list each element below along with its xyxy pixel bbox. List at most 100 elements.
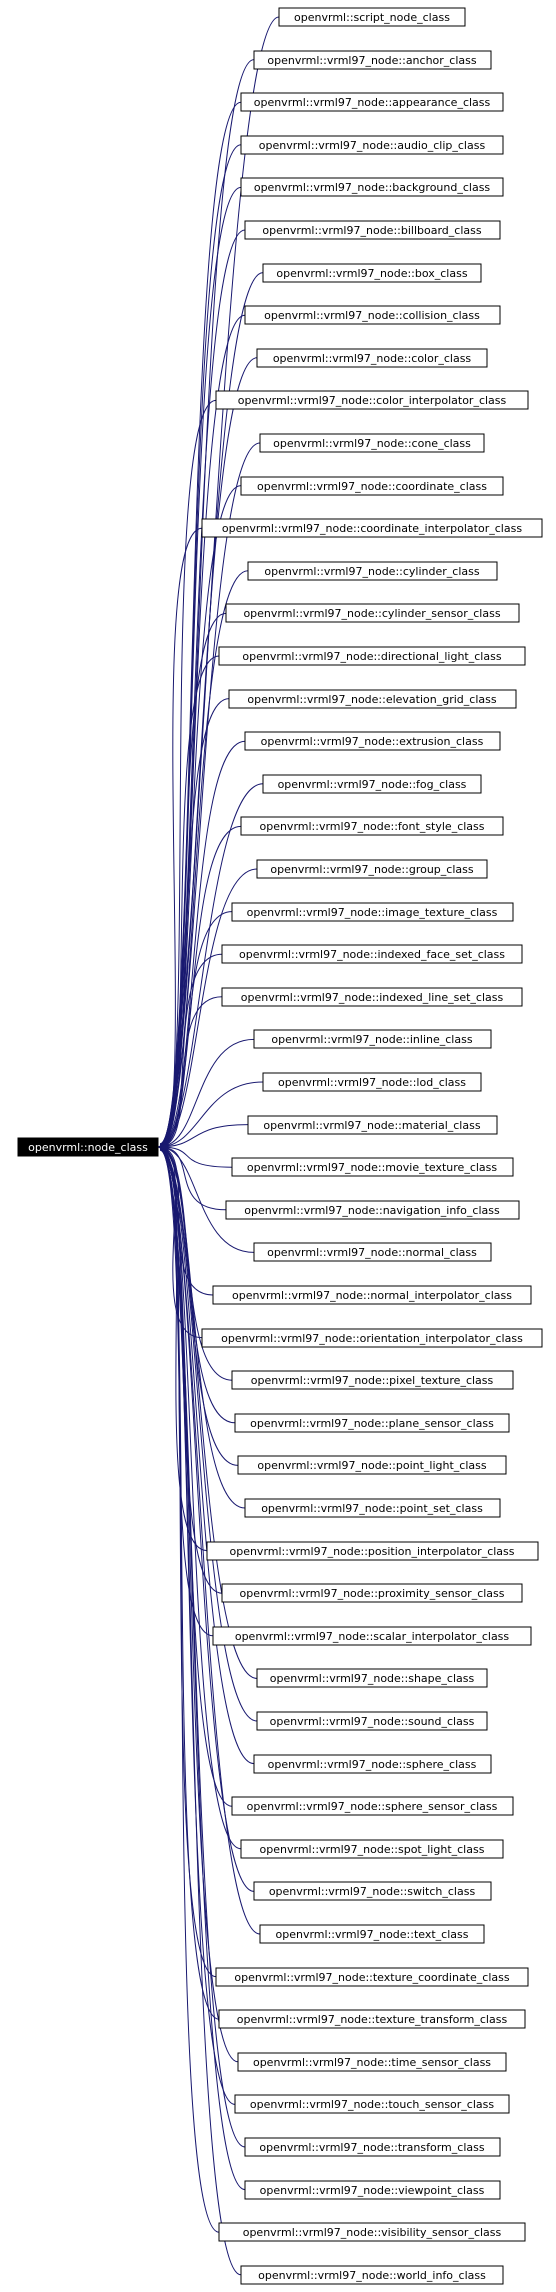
node-label: openvrml::vrml97_node::normal_class [267,1246,477,1259]
node-switch-class[interactable]: openvrml::vrml97_node::switch_class [253,1881,492,1901]
node-elevation-grid-class[interactable]: openvrml::vrml97_node::elevation_grid_cl… [228,689,517,709]
node-color-class[interactable]: openvrml::vrml97_node::color_class [256,348,488,368]
node-scalar-interpolator-class[interactable]: openvrml::vrml97_node::scalar_interpolat… [212,1626,532,1646]
edge-collision-class [159,314,246,1146]
node-billboard-class[interactable]: openvrml::vrml97_node::billboard_class [244,220,501,240]
node-lod-class[interactable]: openvrml::vrml97_node::lod_class [262,1072,482,1092]
edge-indexed-line-set-class [159,996,223,1148]
node-color-interpolator-class[interactable]: openvrml::vrml97_node::color_interpolato… [215,390,529,410]
node-indexed-face-set-class[interactable]: openvrml::vrml97_node::indexed_face_set_… [221,944,523,964]
node-script-node-class[interactable]: openvrml::script_node_class [278,7,466,27]
edge-material-class [159,1124,249,1148]
node-label: openvrml::vrml97_node::movie_texture_cla… [247,1161,498,1174]
node-normal-class[interactable]: openvrml::vrml97_node::normal_class [253,1242,492,1262]
node-box [259,1924,485,1944]
edge-world-info-class [159,1149,242,2276]
node-cylinder-class[interactable]: openvrml::vrml97_node::cylinder_class [247,561,498,581]
node-transform-class[interactable]: openvrml::vrml97_node::transform_class [244,2137,501,2157]
node-pixel-texture-class[interactable]: openvrml::vrml97_node::pixel_texture_cla… [231,1370,514,1390]
edge-viewpoint-class [159,1149,246,2191]
node-navigation-info-class[interactable]: openvrml::vrml97_node::navigation_info_c… [225,1200,520,1220]
node-box [201,518,543,538]
node-box [244,305,501,325]
node-orientation-interpolator-class[interactable]: openvrml::vrml97_node::orientation_inter… [201,1328,543,1348]
node-shape-class[interactable]: openvrml::vrml97_node::shape_class [256,1668,488,1688]
node-label: openvrml::vrml97_node::normal_interpolat… [232,1289,512,1302]
node-viewpoint-class[interactable]: openvrml::vrml97_node::viewpoint_class [244,2180,501,2200]
node-point-set-class[interactable]: openvrml::vrml97_node::point_set_class [244,1498,501,1518]
node-box [256,1711,488,1731]
edge-color-class [159,357,258,1146]
node-background-class[interactable]: openvrml::vrml97_node::background_class [240,177,504,197]
node-box-class[interactable]: openvrml::vrml97_node::box_class [262,263,482,283]
node-label: openvrml::vrml97_node::directional_light… [242,650,501,663]
node-box [221,1583,523,1603]
node-label: openvrml::vrml97_node::point_set_class [261,1502,483,1515]
edge-shape-class [159,1147,258,1679]
edge-elevation-grid-class [159,698,230,1147]
node-fog-class[interactable]: openvrml::vrml97_node::fog_class [262,774,482,794]
node-box [225,603,520,623]
node-label: openvrml::vrml97_node::cone_class [273,437,471,450]
node-plane-sensor-class[interactable]: openvrml::vrml97_node::plane_sensor_clas… [234,1413,510,1433]
node-normal-interpolator-class[interactable]: openvrml::vrml97_node::normal_interpolat… [212,1285,532,1305]
node-box [253,50,492,70]
node-movie-texture-class[interactable]: openvrml::vrml97_node::movie_texture_cla… [231,1157,514,1177]
edge-scalar-interpolator-class [159,1147,214,1637]
node-label: openvrml::vrml97_node::visibility_sensor… [243,2226,502,2239]
node-cone-class[interactable]: openvrml::vrml97_node::cone_class [259,433,485,453]
node-font-style-class[interactable]: openvrml::vrml97_node::font_style_class [240,816,504,836]
node-texture-transform-class[interactable]: openvrml::vrml97_node::texture_transform… [218,2009,526,2029]
inheritance-arrowhead [156,1142,169,1152]
node-audio-clip-class[interactable]: openvrml::vrml97_node::audio_clip_class [240,135,504,155]
root-node[interactable]: openvrml::node_class [17,1137,159,1157]
node-extrusion-class[interactable]: openvrml::vrml97_node::extrusion_class [244,731,501,751]
node-label: openvrml::vrml97_node::shape_class [270,1672,475,1685]
node-box [253,1029,492,1049]
node-sphere-sensor-class[interactable]: openvrml::vrml97_node::sphere_sensor_cla… [231,1796,514,1816]
node-label: openvrml::vrml97_node::box_class [276,267,467,280]
node-text-class[interactable]: openvrml::vrml97_node::text_class [259,1924,485,1944]
node-point-light-class[interactable]: openvrml::vrml97_node::point_light_class [237,1455,507,1475]
node-coordinate-interpolator-class[interactable]: openvrml::vrml97_node::coordinate_interp… [201,518,543,538]
edge-lod-class [159,1081,264,1148]
node-sphere-class[interactable]: openvrml::vrml97_node::sphere_class [253,1754,492,1774]
node-visibility-sensor-class[interactable]: openvrml::vrml97_node::visibility_sensor… [218,2222,526,2242]
node-box [218,2222,526,2242]
node-coordinate-class[interactable]: openvrml::vrml97_node::coordinate_class [240,476,504,496]
edge-font-style-class [159,825,242,1147]
node-appearance-class[interactable]: openvrml::vrml97_node::appearance_class [240,92,504,112]
node-time-sensor-class[interactable]: openvrml::vrml97_node::time_sensor_class [237,2052,507,2072]
node-group-class[interactable]: openvrml::vrml97_node::group_class [256,859,488,879]
node-box [244,1498,501,1518]
node-indexed-line-set-class[interactable]: openvrml::vrml97_node::indexed_line_set_… [221,987,523,1007]
node-box [231,1157,514,1177]
node-spot-light-class[interactable]: openvrml::vrml97_node::spot_light_class [240,1839,504,1859]
node-sound-class[interactable]: openvrml::vrml97_node::sound_class [256,1711,488,1731]
node-label: openvrml::vrml97_node::transform_class [259,2141,484,2154]
node-touch-sensor-class[interactable]: openvrml::vrml97_node::touch_sensor_clas… [234,2094,510,2114]
node-label: openvrml::vrml97_node::background_class [254,181,491,194]
node-directional-light-class[interactable]: openvrml::vrml97_node::directional_light… [218,646,526,666]
node-label: openvrml::vrml97_node::indexed_face_set_… [239,948,505,961]
node-label: openvrml::vrml97_node::text_class [276,1928,469,1941]
node-anchor-class[interactable]: openvrml::vrml97_node::anchor_class [253,50,492,70]
root-node-label: openvrml::node_class [28,1141,148,1154]
node-cylinder-sensor-class[interactable]: openvrml::vrml97_node::cylinder_sensor_c… [225,603,520,623]
node-position-interpolator-class[interactable]: openvrml::vrml97_node::position_interpol… [206,1541,539,1561]
node-label: openvrml::vrml97_node::image_texture_cla… [247,906,498,919]
node-label: openvrml::vrml97_node::texture_transform… [237,2013,508,2026]
node-box [256,1668,488,1688]
node-world-info-class[interactable]: openvrml::vrml97_node::world_info_class [240,2265,504,2285]
node-label: openvrml::vrml97_node::elevation_grid_cl… [247,693,496,706]
node-material-class[interactable]: openvrml::vrml97_node::material_class [247,1115,498,1135]
edge-sound-class [159,1148,258,1722]
node-image-texture-class[interactable]: openvrml::vrml97_node::image_texture_cla… [231,902,514,922]
node-box [240,177,504,197]
node-inline-class[interactable]: openvrml::vrml97_node::inline_class [253,1029,492,1049]
node-box [244,731,501,751]
node-collision-class[interactable]: openvrml::vrml97_node::collision_class [244,305,501,325]
node-proximity-sensor-class[interactable]: openvrml::vrml97_node::proximity_sensor_… [221,1583,523,1603]
node-box [244,220,501,240]
node-texture-coordinate-class[interactable]: openvrml::vrml97_node::texture_coordinat… [215,1967,529,1987]
